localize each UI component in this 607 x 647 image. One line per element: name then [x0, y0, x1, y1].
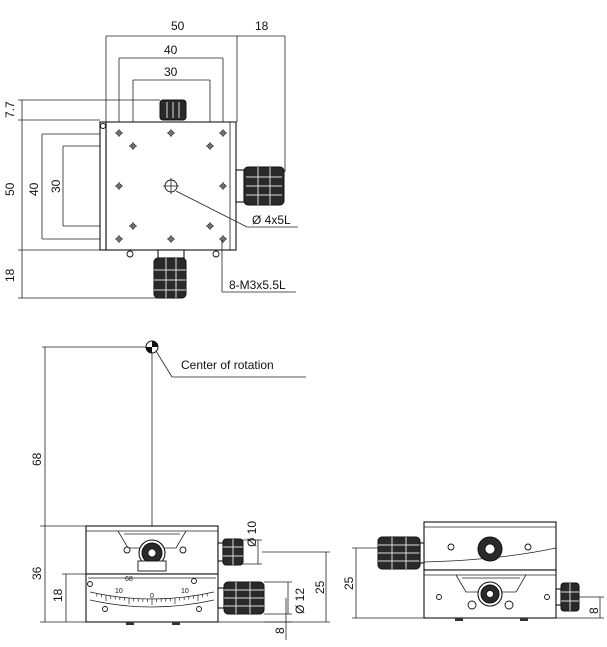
dim-40-left: 40 — [27, 182, 41, 196]
callout-center-hole: Ø 4x5L — [252, 213, 291, 227]
dim-68: 68 — [30, 452, 44, 466]
front-screw — [179, 546, 187, 554]
foot-screw — [126, 250, 134, 258]
side-screw — [504, 600, 514, 610]
center-of-rotation-label: Center of rotation — [181, 358, 274, 372]
dim-50-top: 50 — [171, 19, 185, 33]
front-screw — [191, 578, 197, 584]
front-screw — [102, 606, 108, 612]
dim-8-front: 8 — [273, 627, 287, 634]
dim-18-front: 18 — [51, 588, 65, 602]
dim-36: 36 — [30, 566, 44, 580]
dim-8-side: 8 — [587, 607, 601, 614]
side-screw — [447, 543, 455, 551]
front-screw — [196, 606, 202, 612]
bottom-knob-base — [157, 249, 185, 259]
top-view: 50 18 40 30 7.7 50 18 40 30 — [3, 19, 298, 299]
dim-dia-10: Ø 10 — [245, 521, 259, 547]
dim-18-bottom: 18 — [3, 268, 17, 282]
mount-holes — [115, 129, 227, 243]
side-view: 25 8 — [342, 521, 604, 621]
side-screw — [467, 600, 477, 610]
top-view-knob-bottom — [153, 257, 187, 299]
dim-40-top: 40 — [164, 43, 178, 57]
foot-screw — [212, 250, 220, 258]
dim-30-top: 30 — [164, 65, 178, 79]
side-screw — [436, 594, 442, 600]
front-screw — [87, 581, 93, 587]
scale-label: 10 — [115, 588, 123, 595]
dim-30-left: 30 — [49, 179, 63, 193]
callout-mount-holes: 8-M3x5.5L — [229, 278, 286, 292]
front-view: Center of rotation 68 36 18 68 10 0 10 — [30, 340, 330, 640]
front-screw — [123, 546, 131, 554]
right-knob-base — [235, 169, 245, 203]
foot-screw — [100, 123, 106, 129]
side-screw — [544, 594, 550, 600]
dim-18-right: 18 — [255, 19, 269, 33]
scale-label: 10 — [181, 588, 189, 595]
dim-dia-12: Ø 12 — [293, 588, 307, 614]
dim-50-left: 50 — [3, 182, 17, 196]
stage-side-plate — [99, 121, 107, 251]
dim-25-front: 25 — [313, 580, 327, 594]
side-screw — [524, 543, 532, 551]
scale-label: 68 — [125, 576, 133, 583]
dim-25-side: 25 — [342, 576, 356, 590]
rotation-scale — [96, 593, 208, 605]
dim-7-7: 7.7 — [3, 101, 17, 118]
side-lower-stage — [423, 569, 557, 619]
scale-label: 0 — [150, 593, 154, 600]
